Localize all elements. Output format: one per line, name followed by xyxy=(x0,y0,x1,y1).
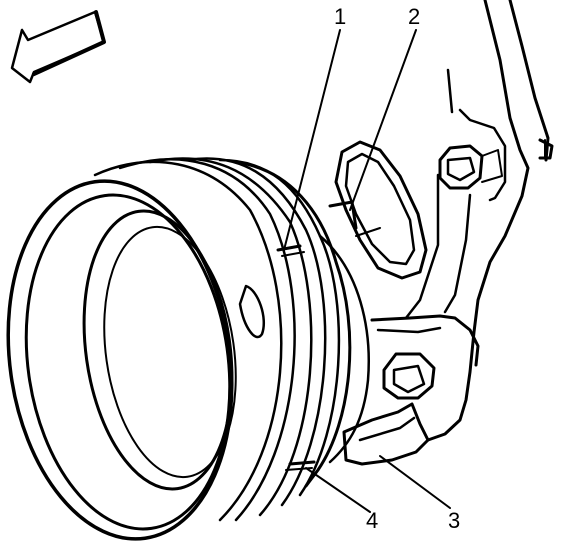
leader-4 xyxy=(305,467,371,513)
callout-4: 4 xyxy=(366,508,378,533)
crankshaft-pulley xyxy=(6,157,370,541)
leader-3 xyxy=(379,455,451,509)
leader-lines xyxy=(283,29,451,513)
clamp-plate xyxy=(328,140,428,280)
callout-3: 3 xyxy=(448,508,460,533)
arrow-up-left-icon xyxy=(10,10,106,84)
leader-1 xyxy=(283,29,341,251)
mounting-bracket xyxy=(342,0,554,466)
callout-1: 1 xyxy=(334,4,346,29)
leader-2 xyxy=(349,29,417,211)
callout-2: 2 xyxy=(408,4,420,29)
